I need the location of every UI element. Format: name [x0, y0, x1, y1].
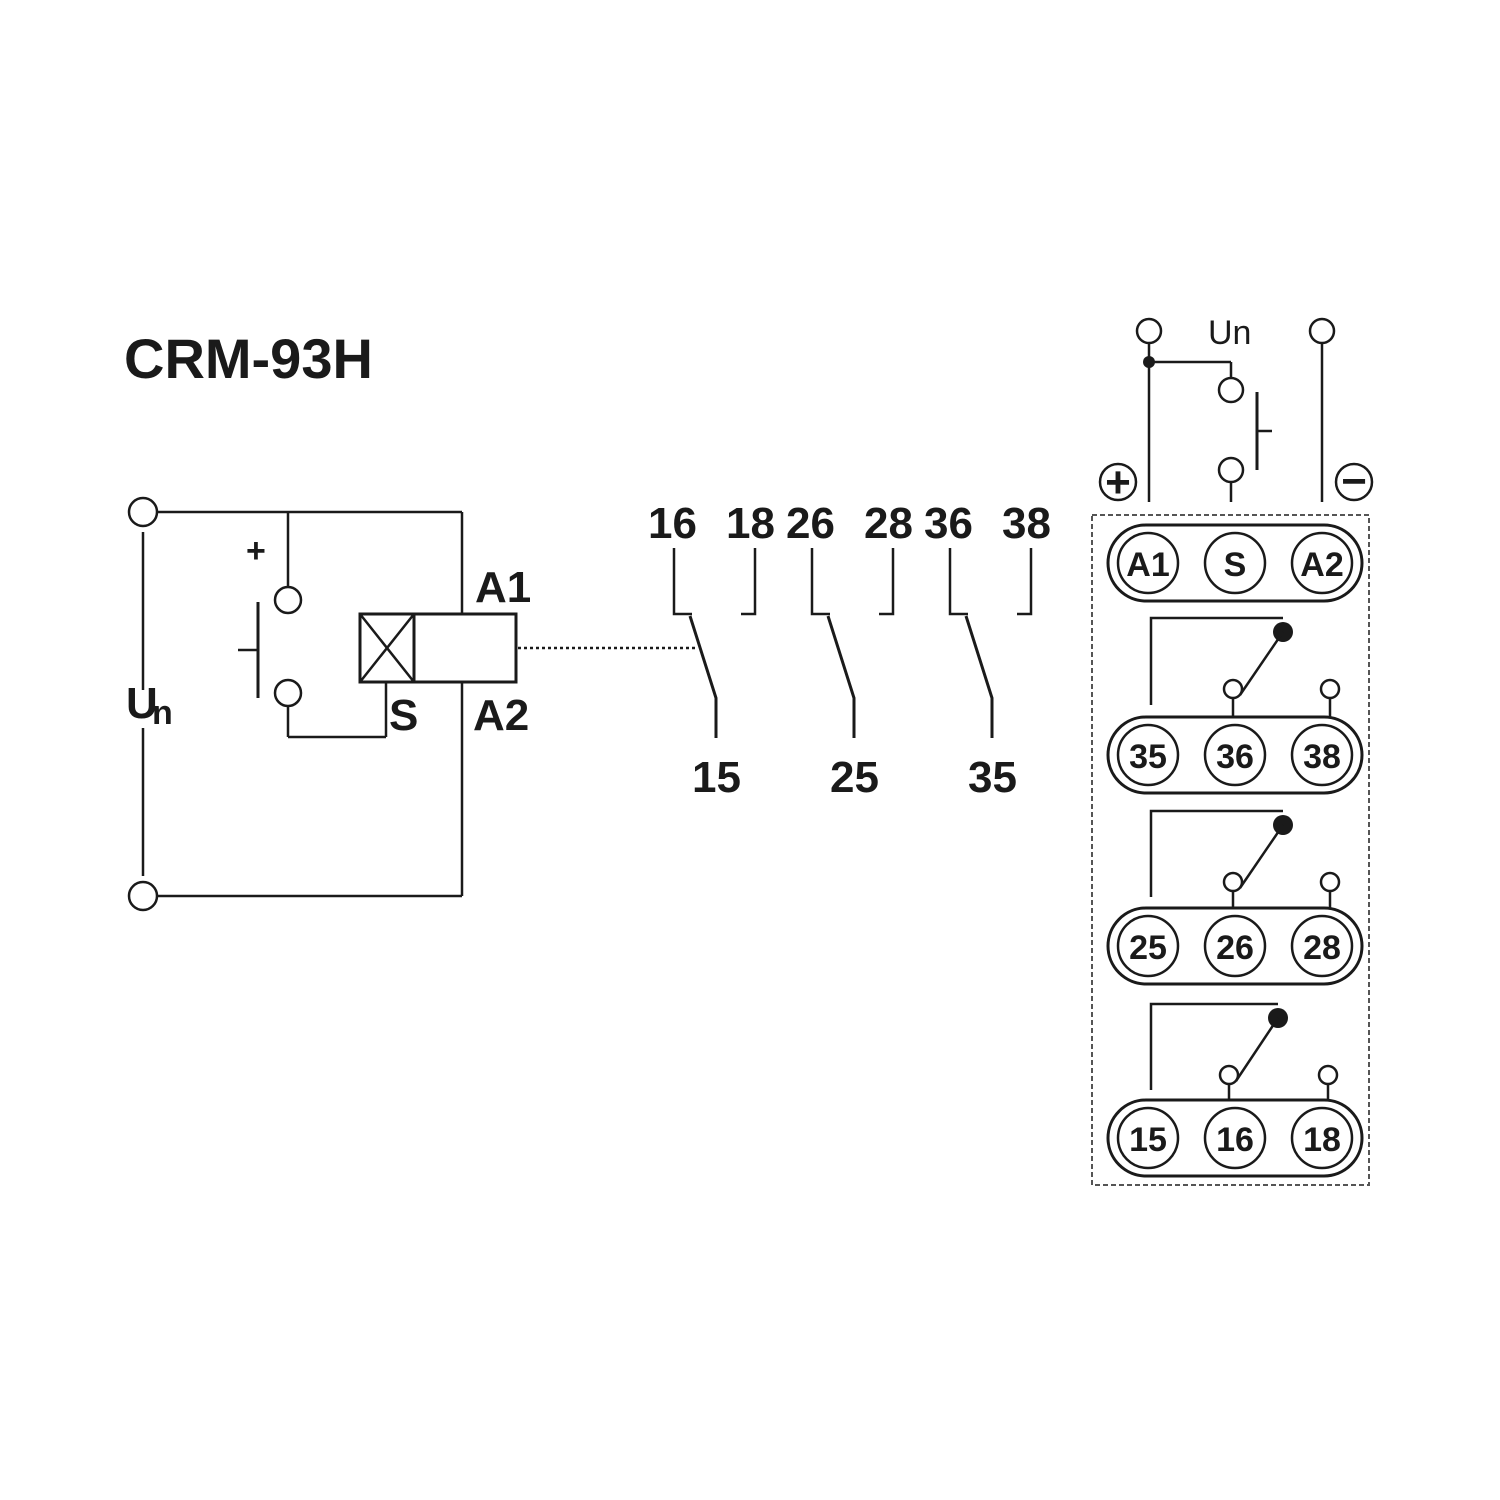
supply-circuit — [127, 496, 698, 912]
contact-label-18: 18 — [726, 499, 775, 548]
device-outline — [1091, 514, 1370, 1186]
supply-voltage-subscript: n — [152, 694, 173, 732]
terminal-18: 18 — [1303, 1121, 1341, 1159]
external-terminal-minus — [1308, 317, 1336, 345]
plus-sign: + — [1105, 458, 1131, 507]
terminal-block-view — [1091, 317, 1374, 1186]
device-title: CRM-93H — [124, 327, 373, 390]
button-terminal-bottom — [273, 678, 303, 708]
supply-terminal-bottom — [127, 880, 159, 912]
terminal-row-1 — [1106, 1098, 1364, 1178]
contact-label-35: 35 — [968, 753, 1017, 802]
changeover-contacts — [672, 548, 1033, 738]
contact-label-16: 16 — [648, 499, 697, 548]
button-terminal-b — [1217, 456, 1245, 484]
minus-sign: − — [1341, 457, 1367, 506]
plus-label: + — [246, 532, 266, 570]
terminal-a1: A1 — [1126, 546, 1169, 584]
terminal-25: 25 — [1129, 929, 1167, 967]
s-label: S — [389, 691, 418, 740]
supply-voltage-label: U — [126, 679, 158, 728]
contact-label-26: 26 — [786, 499, 835, 548]
contact-label-28: 28 — [864, 499, 913, 548]
terminal-row-2 — [1106, 906, 1364, 986]
terminal-a2: A2 — [1300, 546, 1343, 584]
un-label: Un — [1208, 314, 1251, 352]
contact-15 — [688, 615, 718, 738]
contact-label-36: 36 — [924, 499, 973, 548]
terminal-16: 16 — [1216, 1121, 1254, 1159]
terminal-26: 26 — [1216, 929, 1254, 967]
terminal-row-3 — [1106, 715, 1364, 795]
terminal-36: 36 — [1216, 738, 1254, 776]
terminal-28: 28 — [1303, 929, 1341, 967]
minus-sign-icon — [1334, 462, 1374, 502]
supply-terminal-top — [127, 496, 159, 528]
terminal-s: S — [1224, 546, 1247, 584]
terminal-38: 38 — [1303, 738, 1341, 776]
button-terminal-top — [273, 585, 303, 615]
button-terminal-a — [1217, 376, 1245, 404]
contact-35 — [964, 615, 994, 738]
a2-label: A2 — [473, 691, 529, 740]
contact-label-15: 15 — [692, 753, 741, 802]
external-terminal-plus — [1135, 317, 1163, 345]
contact-25 — [826, 615, 856, 738]
plus-sign-icon — [1098, 462, 1138, 502]
contact-label-25: 25 — [830, 753, 879, 802]
a1-label: A1 — [475, 563, 531, 612]
terminal-row-supply — [1106, 523, 1364, 603]
relay-coil — [358, 612, 518, 684]
terminal-35: 35 — [1129, 738, 1167, 776]
contact-label-38: 38 — [1002, 499, 1051, 548]
terminal-15: 15 — [1129, 1121, 1167, 1159]
